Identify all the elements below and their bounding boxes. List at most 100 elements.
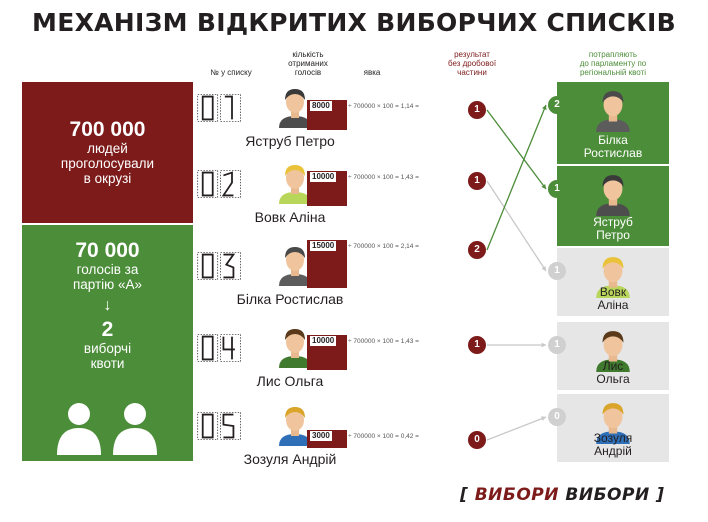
arrowhead-icon	[542, 105, 547, 110]
candidate-avatar-icon	[279, 165, 311, 204]
list-number-digits	[197, 252, 241, 280]
voters-text-2: проголосували	[60, 156, 155, 171]
ranked-avatar-icon	[596, 403, 630, 444]
candidate-avatar-icon	[279, 89, 311, 128]
ranked-name-last: Андрій	[594, 444, 632, 458]
votes-formula: ÷ 700000 × 100 = 1,43 =	[348, 338, 419, 345]
voters-panel: 700 000 людей проголосували в окрузі	[22, 82, 193, 223]
header-list-number: № у списку	[210, 68, 252, 77]
ranked-name-last: Аліна	[597, 298, 629, 312]
ranked-name-last: Петро	[596, 228, 630, 242]
votes-formula: ÷ 700000 × 100 = 0,42 =	[348, 433, 419, 440]
votes-count: 10000	[310, 172, 337, 182]
list-number-digits	[197, 412, 241, 440]
logo-bracket-close: ]	[656, 485, 665, 505]
candidate-row: 10000 ÷ 700000 × 100 = 1,43 = Вовк Аліна	[195, 158, 495, 228]
header-elected: потрапляють до парламенту по регіональні…	[550, 50, 676, 77]
ranked-name-first: Білка	[598, 133, 628, 147]
candidate-row: 10000 ÷ 700000 × 100 = 1,43 = Лис Ольга	[195, 322, 495, 392]
result-badge: 1	[468, 101, 486, 119]
result-badge: 0	[468, 431, 486, 449]
candidate-row: 15000 ÷ 700000 × 100 = 2,14 = Білка Ростис…	[195, 240, 495, 310]
header-votes-received: кількість отриманих голосів	[278, 50, 338, 77]
quotas-text-1: виборчі	[83, 341, 132, 356]
logo-bracket-open: [	[460, 485, 469, 505]
ranked-name-first: Лис	[602, 359, 624, 373]
header-result: результат без дробової частини	[432, 50, 512, 77]
arrowhead-icon	[541, 342, 546, 348]
candidate-name: Вовк Аліна	[254, 209, 326, 225]
voters-text-3: в окрузі	[83, 171, 132, 186]
party-votes-text-1: голосів за	[76, 262, 139, 277]
header-votes-received-line-2: отриманих	[288, 59, 328, 68]
header-result-line-3: частини	[457, 68, 487, 77]
arrowhead-icon	[541, 266, 546, 271]
votes-count: 10000	[310, 336, 337, 346]
candidate-avatar-icon	[279, 247, 311, 286]
quotas-text-2: квоти	[90, 356, 125, 371]
votes-formula: ÷ 700000 × 100 = 1,14 =	[348, 103, 419, 110]
candidate-avatar-icon	[279, 329, 311, 368]
rank-badge: 1	[548, 262, 566, 280]
two-people-icon	[57, 403, 157, 455]
candidate-name: Зозуля Андрій	[243, 451, 337, 467]
voters-number: 700 000	[69, 118, 146, 141]
ranked-name-first: Зозуля	[593, 431, 633, 445]
ranked-name-first: Вовк	[599, 285, 627, 299]
connection-line	[486, 104, 547, 251]
header-elected-line-3: регіональній квоті	[579, 68, 646, 77]
header-elected-line-1: потрапляють	[588, 50, 638, 59]
list-number-digits	[197, 334, 241, 362]
arrowhead-icon	[541, 416, 546, 421]
logo-word-2: ВИБОРИ	[565, 485, 650, 505]
header-votes-received-line-3: голосів	[294, 68, 322, 77]
ranked-name-last: Ростислав	[583, 146, 643, 160]
votes-formula: ÷ 700000 × 100 = 1,43 =	[348, 174, 419, 181]
votes-count: 8000	[310, 101, 332, 111]
party-votes-text-2: партію «А»	[72, 277, 143, 292]
result-badge: 1	[468, 172, 486, 190]
header-turnout: явка	[363, 68, 381, 77]
ranked-avatar-icon	[596, 91, 630, 132]
candidate-name: Лис Ольга	[256, 373, 324, 389]
candidate-name: Білка Ростислав	[236, 291, 344, 307]
connection-line	[486, 180, 547, 272]
quotas-number: 2	[101, 318, 114, 341]
connection-line	[486, 109, 547, 190]
header-result-line-2: без дробової	[447, 59, 497, 68]
voters-text-1: людей	[87, 141, 128, 156]
header-elected-line-2: до парламенту по	[579, 59, 647, 68]
ranked-avatar-icon	[596, 175, 630, 216]
votes-formula: ÷ 700000 × 100 = 2,14 =	[348, 243, 419, 250]
party-votes-number: 70 000	[75, 239, 140, 262]
rank-badge: 1	[548, 180, 566, 198]
party-panel: 70 000 голосів за партію «А» ↓ 2 виборчі…	[22, 225, 193, 461]
header-votes-received-line-1: кількість	[292, 50, 324, 59]
result-badge: 1	[468, 336, 486, 354]
page-title: МЕХАНІЗМ ВІДКРИТИХ ВИБОРЧИХ СПИСКІВ	[32, 8, 676, 37]
ranked-name-last: Ольга	[596, 372, 630, 386]
votes-count: 3000	[310, 431, 332, 441]
candidate-row: 8000 ÷ 700000 × 100 = 1,14 = Яструб Петро	[195, 82, 495, 152]
rank-badge: 0	[548, 408, 566, 426]
vybory-logo: [ ВИБОРИ ВИБОРИ ]	[460, 485, 664, 505]
rank-badge: 2	[548, 96, 566, 114]
candidate-name: Яструб Петро	[245, 133, 335, 149]
candidate-avatar-icon	[279, 407, 311, 446]
list-number-digits	[197, 94, 241, 122]
arrow-down-icon: ↓	[103, 297, 112, 314]
list-number-digits	[197, 170, 241, 198]
header-result-line-1: результат	[454, 50, 490, 59]
ranked-avatar-icon	[596, 331, 630, 372]
connection-line	[486, 416, 547, 441]
ranked-name-first: Яструб	[593, 215, 633, 229]
ranked-avatar-icon	[596, 257, 630, 298]
logo-word-1: ВИБОРИ	[474, 485, 559, 505]
arrowhead-icon	[541, 184, 546, 189]
votes-count: 15000	[310, 241, 337, 251]
result-badge: 2	[468, 241, 486, 259]
